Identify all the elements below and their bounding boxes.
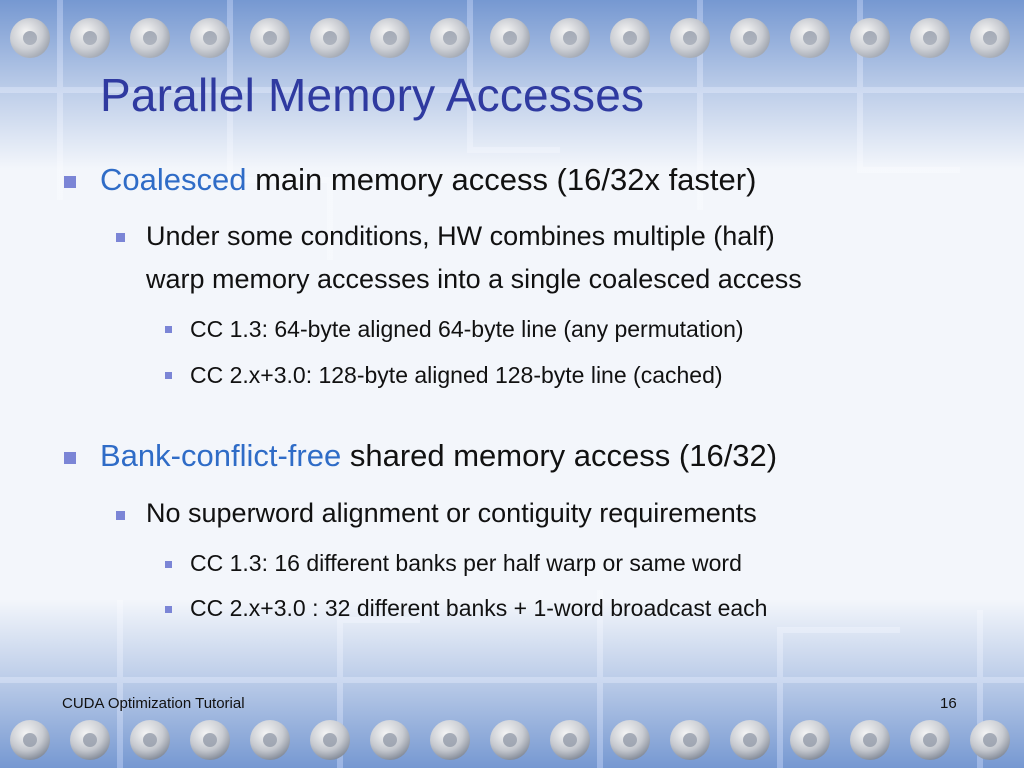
bullet-marker-level2 xyxy=(116,233,125,242)
sub-bullet-line: warp memory accesses into a single coale… xyxy=(146,264,802,294)
bullet-bank-conflict-free: Bank-conflict-free shared memory access … xyxy=(100,438,777,474)
bullet-text: main memory access (16/32x faster) xyxy=(246,162,757,197)
sub-sub-bullet: CC 2.x+3.0 : 32 different banks + 1-word… xyxy=(190,595,768,621)
bullet-marker-level3 xyxy=(165,372,172,379)
bullet-marker-level3 xyxy=(165,326,172,333)
slide-title: Parallel Memory Accesses xyxy=(100,69,645,121)
bullet-marker-level1 xyxy=(64,176,76,188)
bullet-highlight: Coalesced xyxy=(100,162,247,197)
bullet-marker-level1 xyxy=(64,452,76,464)
footer-title: CUDA Optimization Tutorial xyxy=(62,695,245,712)
bullet-marker-level2 xyxy=(116,511,125,520)
sub-sub-bullet: CC 1.3: 16 different banks per half warp… xyxy=(190,550,742,576)
page-number: 16 xyxy=(940,695,957,712)
bullet-coalesced: Coalesced main memory access (16/32x fas… xyxy=(100,162,756,198)
bullet-marker-level3 xyxy=(165,606,172,613)
sub-sub-bullet: CC 1.3: 64-byte aligned 64-byte line (an… xyxy=(190,316,744,342)
bullet-highlight: Bank-conflict-free xyxy=(100,438,342,473)
bullet-text: shared memory access (16/32) xyxy=(341,438,778,473)
bullet-marker-level3 xyxy=(165,561,172,568)
sub-bullet-line: Under some conditions, HW combines multi… xyxy=(146,221,775,251)
sub-bullet-line: No superword alignment or contiguity req… xyxy=(146,498,757,528)
sub-sub-bullet: CC 2.x+3.0: 128-byte aligned 128-byte li… xyxy=(190,362,723,388)
